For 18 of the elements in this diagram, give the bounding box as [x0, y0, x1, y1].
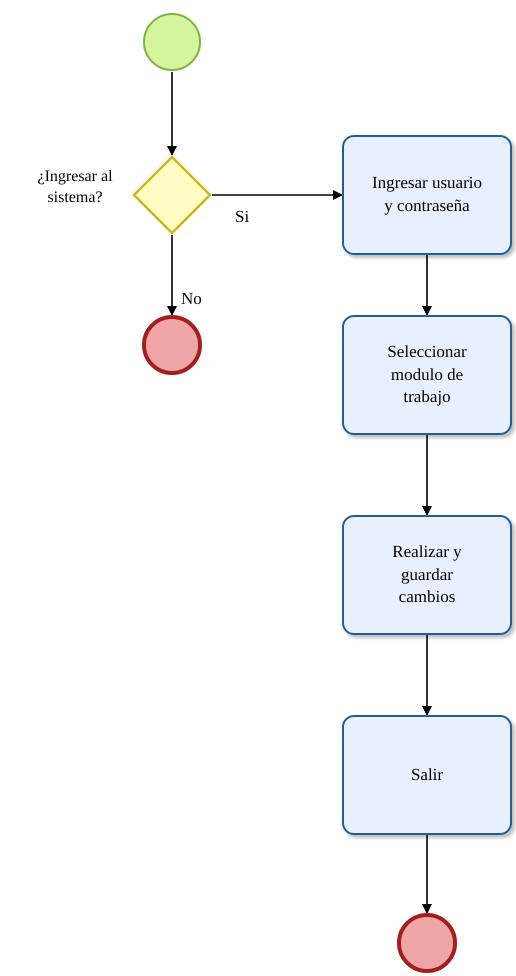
arrow [422, 835, 432, 914]
task-box [342, 515, 512, 635]
edge-label: No [180, 290, 203, 307]
arrow [167, 235, 177, 316]
task-label: Realizar y guardar cambios [391, 540, 463, 608]
task-box [342, 135, 512, 255]
arrow [167, 72, 177, 156]
task-label: Salir [410, 764, 444, 786]
edge-label: Si [234, 208, 250, 225]
task-box [342, 715, 512, 835]
decision-label: ¿Ingresar al sistema? [36, 167, 114, 208]
arrow [422, 635, 432, 716]
task-label: Ingresar usuario y contraseña [372, 172, 482, 217]
arrow [422, 255, 432, 316]
arrow [212, 190, 343, 200]
arrow [422, 435, 432, 516]
task-box [342, 315, 512, 435]
task-label: Seleccionar modulo de trabajo [386, 340, 468, 408]
